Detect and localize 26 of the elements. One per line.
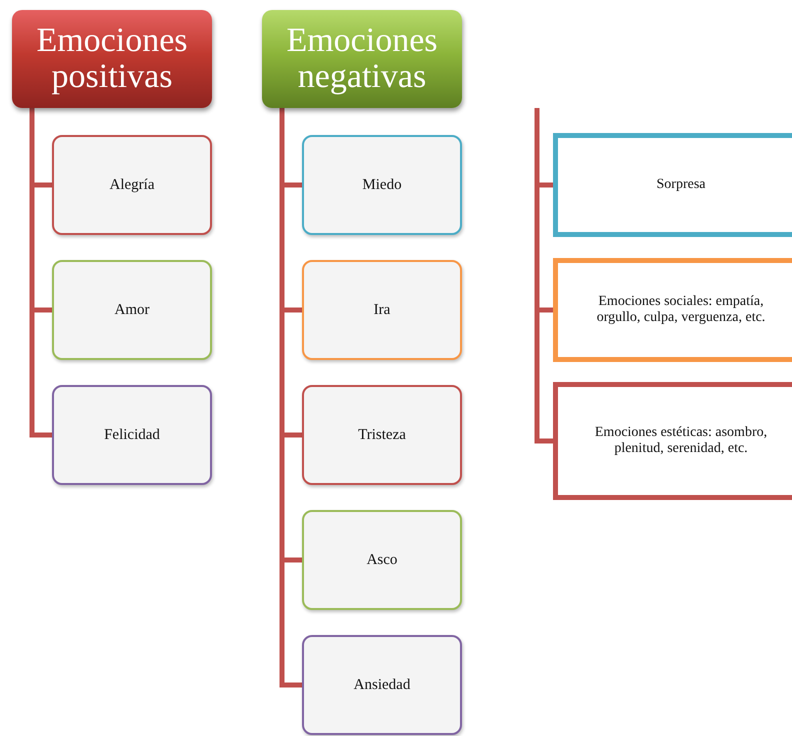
node-text: Felicidad [104, 426, 160, 444]
node-text: Emociones positivas [35, 23, 189, 95]
node-text: Emociones sociales: empatía, orgullo, culpa, verguenza, etc. [596, 294, 766, 326]
emotion-box [553, 258, 792, 362]
emotion-card [302, 385, 462, 485]
emotion-card [302, 260, 462, 360]
emotion-card [302, 510, 462, 610]
emotion-card [302, 135, 462, 235]
node-text: Asco [366, 552, 398, 568]
node-text: Emociones estéticas: asombro, plenitud, serenidad, etc. [594, 424, 768, 458]
category-header [12, 10, 212, 108]
emotion-card [52, 385, 212, 485]
node-text: Ira [374, 302, 390, 318]
node-text: Emociones negativas [285, 23, 439, 95]
node-text: Tristeza [358, 426, 406, 444]
emotion-box [553, 382, 792, 500]
node-text: Miedo [362, 176, 402, 194]
emotion-box [553, 133, 792, 237]
node-text: Amor [114, 302, 150, 318]
category-header [262, 10, 462, 108]
emotion-card [52, 135, 212, 235]
emotion-card [52, 260, 212, 360]
emotion-card [302, 635, 462, 735]
node-text: Ansiedad [354, 676, 410, 694]
node-text: Alegría [110, 176, 154, 194]
node-text: Sorpresa [656, 176, 706, 194]
